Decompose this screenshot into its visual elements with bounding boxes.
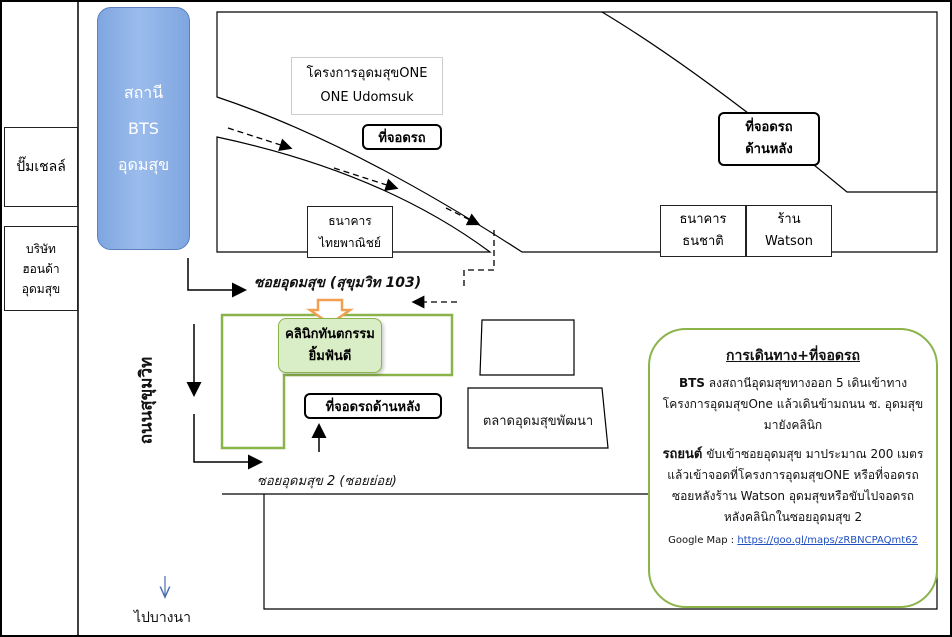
block-market bbox=[467, 387, 609, 449]
soi-udomsuk-label: ซอยอุดมสุข (สุขุมวิท 103) bbox=[254, 275, 422, 291]
parking-back-right-line-2: ด้านหลัง bbox=[745, 142, 793, 157]
bts-station: สถานี BTS อุดมสุข bbox=[97, 7, 190, 250]
walk-arrow-3 bbox=[445, 207, 481, 226]
bank-scb: ธนาคาร ไทยพาณิชย์ bbox=[307, 206, 393, 258]
parking-back-clinic: ที่จอดรถด้านหลัง bbox=[304, 393, 442, 419]
parking-back-right: ที่จอดรถ ด้านหลัง bbox=[718, 112, 820, 166]
directions-map-label: Google Map : bbox=[668, 535, 735, 546]
market-label: ตลาดอุดมสุขพัฒนา bbox=[482, 414, 594, 429]
google-map-link[interactable]: https://goo.gl/maps/zRBNCPAQmt62 bbox=[737, 535, 918, 546]
walk-arrow-4 bbox=[463, 230, 495, 288]
parking-back-clinic-label: ที่จอดรถด้านหลัง bbox=[325, 399, 421, 415]
clinic-box: คลินิกทันตกรรม ยิ้มฟันดี bbox=[278, 318, 382, 373]
directions-bts: BTS ลงสถานีอุดมสุขทางออก 5 เดินเข้าทางโค… bbox=[660, 373, 926, 436]
one-udomsuk-line-2: ONE Udomsuk bbox=[320, 90, 414, 105]
directions-map: Google Map : https://goo.gl/maps/zRBNCPA… bbox=[660, 530, 926, 551]
directions-panel: การเดินทาง+ที่จอดรถ BTS ลงสถานีอุดมสุขทา… bbox=[648, 328, 938, 608]
one-udomsuk-line-1: โครงการอุดมสุขONE bbox=[306, 66, 428, 81]
directions-bts-text: ลงสถานีอุดมสุขทางออก 5 เดินเข้าทางโครงกา… bbox=[662, 376, 924, 432]
clinic-line-2: ยิ้มฟันดี bbox=[308, 348, 352, 364]
soi-2-label: ซอยอุดมสุข 2 (ซอยย่อย) bbox=[257, 474, 397, 489]
watson-line-1: ร้าน bbox=[777, 212, 801, 227]
road-diagonal-right bbox=[601, 11, 937, 193]
watson-line-2: Watson bbox=[764, 234, 814, 249]
company-line-3: อุดมสุข bbox=[21, 281, 61, 296]
bank-thanachart-line-2: ธนชาติ bbox=[682, 234, 724, 249]
parking-one-label: ที่จอดรถ bbox=[378, 130, 426, 146]
thanon-sukhumvit-label: ถนนสุขุมวิท bbox=[136, 356, 157, 445]
bts-line-1: สถานี bbox=[123, 82, 164, 102]
clinic-arrow-icon bbox=[306, 298, 354, 326]
bank-thanachart: ธนาคาร ธนชาติ bbox=[660, 205, 746, 257]
directions-car-label: รถยนต์ bbox=[662, 447, 703, 462]
watson-store: ร้าน Watson bbox=[746, 205, 832, 257]
block-right-small bbox=[479, 319, 575, 376]
directions-bts-label: BTS bbox=[678, 376, 705, 390]
bank-scb-line-1: ธนาคาร bbox=[328, 214, 372, 228]
walk-arrow-1 bbox=[227, 127, 293, 151]
directions-title: การเดินทาง+ที่จอดรถ bbox=[726, 348, 860, 364]
to-bangna-label: ไปบางนา bbox=[134, 610, 191, 626]
company-line-1: บริษัท bbox=[26, 241, 56, 256]
drive-arrow-soi bbox=[187, 258, 247, 298]
pump-label: ปั๊มเชลล์ bbox=[16, 159, 66, 175]
bank-scb-line-2: ไทยพาณิชย์ bbox=[319, 236, 381, 250]
clinic-block bbox=[220, 313, 454, 450]
drive-arrow-soi2 bbox=[193, 414, 263, 470]
parking-one: ที่จอดรถ bbox=[362, 124, 442, 150]
block-scb bbox=[216, 136, 492, 253]
bts-line-2: BTS bbox=[128, 118, 159, 138]
company-box: บริษัท ฮอนด้า อุดมสุข bbox=[4, 226, 78, 311]
clinic-line-1: คลินิกทันตกรรม bbox=[285, 326, 375, 342]
directions-car: รถยนต์ ขับเข้าซอยอุดมสุข มาประมาณ 200 เม… bbox=[660, 444, 926, 528]
bank-thanachart-line-1: ธนาคาร bbox=[679, 212, 727, 227]
pump-box: ปั๊มเชลล์ bbox=[4, 127, 78, 207]
directions-car-text: ขับเข้าซอยอุดมสุข มาประมาณ 200 เมตร แล้ว… bbox=[667, 447, 924, 524]
parking-back-right-line-1: ที่จอดรถ bbox=[745, 120, 793, 135]
block-one-udomsuk bbox=[216, 11, 938, 253]
one-udomsuk-label: โครงการอุดมสุขONE ONE Udomsuk bbox=[291, 57, 443, 115]
company-line-2: ฮอนด้า bbox=[22, 261, 60, 276]
bts-line-3: อุดมสุข bbox=[117, 154, 170, 174]
walk-arrow-2 bbox=[333, 167, 399, 191]
